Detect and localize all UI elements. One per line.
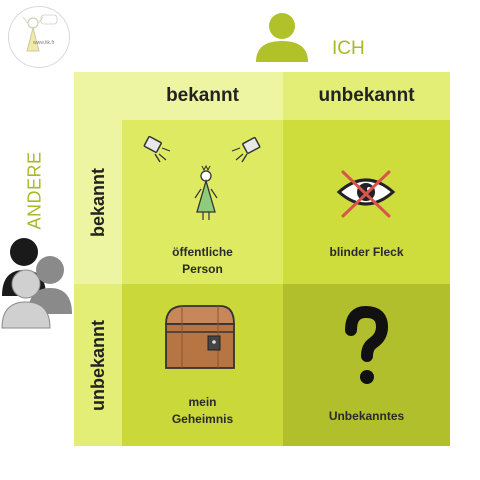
cell-public-person: öffentliche Person: [122, 120, 283, 284]
header-corner: [74, 72, 122, 120]
spotlight-left-icon: [143, 135, 171, 163]
blind-spot-label: blinder Fleck: [329, 245, 404, 259]
cell-my-secret: mein Geheimnis: [122, 284, 283, 446]
my-secret-line1: mein: [188, 395, 217, 409]
my-secret-line2: Geheimnis: [171, 412, 234, 426]
andere-label: ANDERE: [24, 150, 45, 230]
ich-label: ICH: [332, 38, 365, 59]
ich-person-icon: [252, 10, 312, 62]
row-header-unbekannt: unbekannt: [74, 284, 122, 446]
crossed-eye-icon: [336, 170, 396, 218]
public-person-line2: Person: [182, 262, 223, 276]
question-mark-icon: [345, 305, 389, 384]
unknown-label: Unbekanntes: [328, 409, 405, 423]
logo-text: www.tik.fr: [33, 40, 55, 46]
person-figure-icon: [194, 164, 218, 220]
public-person-line1: öffentliche: [172, 245, 233, 259]
group-people-icon: [0, 236, 74, 330]
logo-figure-icon: [22, 14, 58, 52]
row-header-unbekannt-label: unbekannt: [87, 319, 108, 411]
row-header-bekannt-label: bekannt: [87, 167, 108, 237]
column-header-bekannt: bekannt: [122, 72, 283, 120]
row-header-bekannt: bekannt: [74, 120, 122, 284]
andere-label-wrap: ANDERE: [10, 140, 60, 240]
column-header-unbekannt: unbekannt: [283, 72, 450, 120]
public-person-illustration: [143, 135, 261, 220]
cell-blind-spot: blinder Fleck: [283, 120, 450, 284]
logo: [8, 6, 70, 68]
treasure-chest-icon: [165, 305, 235, 369]
cell-unknown: Unbekanntes: [283, 284, 450, 446]
spotlight-right-icon: [231, 136, 261, 163]
